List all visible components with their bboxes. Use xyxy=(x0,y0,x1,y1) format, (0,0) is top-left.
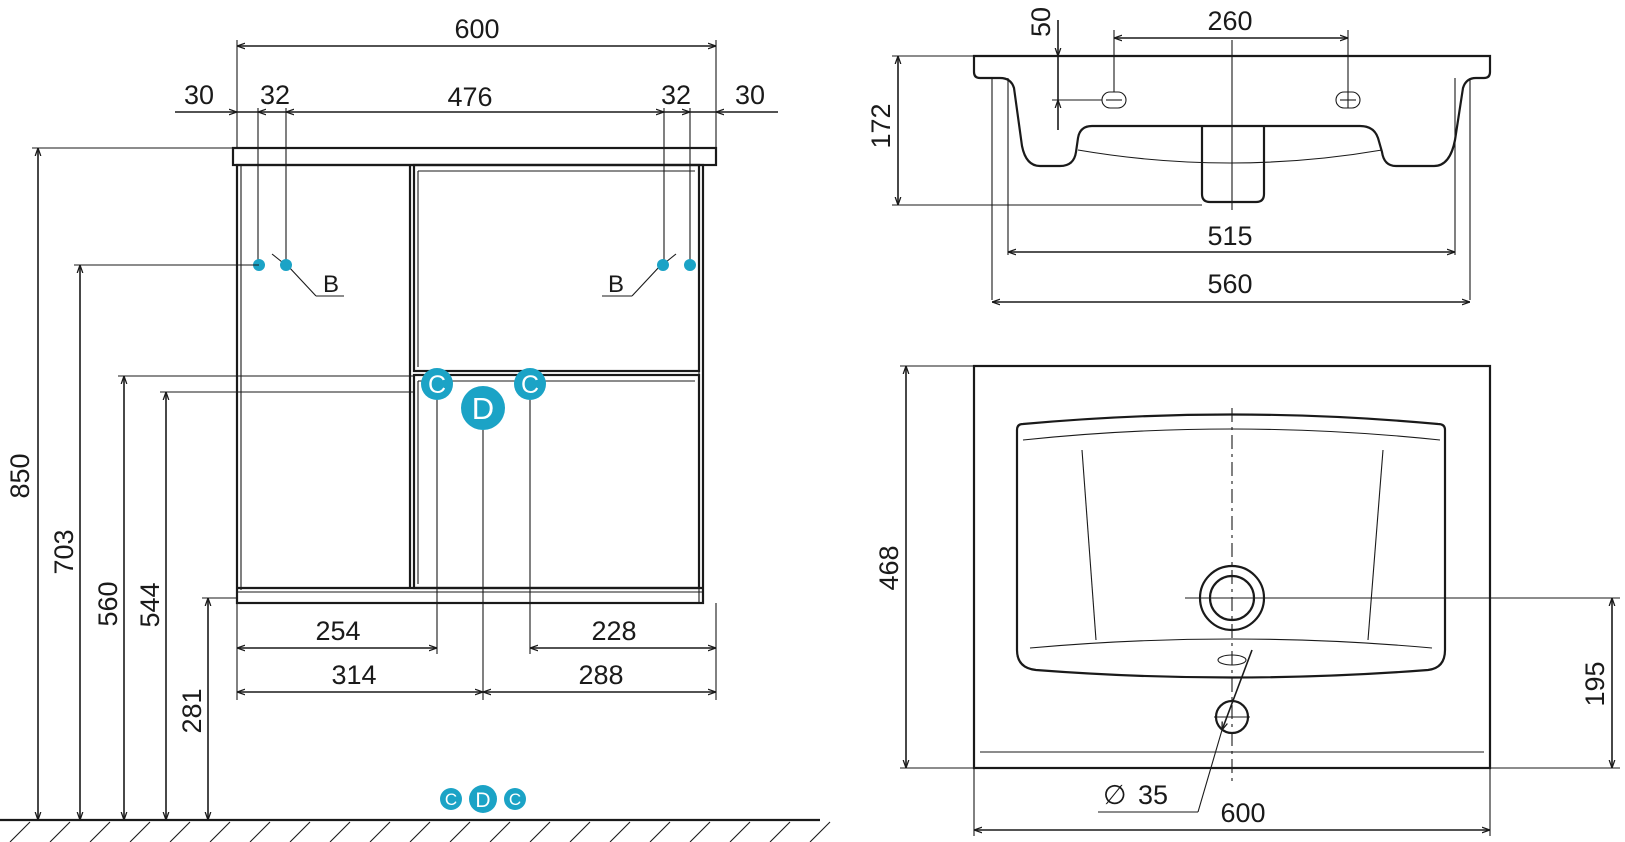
cabinet-front-view: 600 30 32 476 32 30 B B C C xyxy=(0,14,831,842)
hatch-line xyxy=(289,821,311,842)
dim-side-left: 30 xyxy=(184,80,214,110)
hatch-line xyxy=(769,821,791,842)
marker-c-left-label: C xyxy=(428,371,446,399)
sink-drain-pipe xyxy=(1200,126,1266,204)
dim-d-right: 288 xyxy=(578,660,623,690)
marker-d xyxy=(461,386,505,430)
hatch-line xyxy=(729,821,751,842)
dim-hole-diameter: 35 xyxy=(1138,780,1168,810)
legend-c-left-label: C xyxy=(445,790,457,809)
dim-sink-width: 560 xyxy=(1207,269,1252,299)
floor-hatching xyxy=(9,821,831,842)
hatch-line xyxy=(649,821,671,842)
legend-d-label: D xyxy=(475,789,490,812)
sink-top-view: 468 195 ∅ 35 600 xyxy=(874,364,1620,836)
sink-side-view: 260 50 172 515 560 xyxy=(866,6,1492,302)
dim-total-height: 850 xyxy=(5,453,35,498)
dim-faucet-spacing: 260 xyxy=(1207,6,1252,36)
hatch-line xyxy=(489,821,511,842)
marker-c-left xyxy=(421,368,453,400)
lower-drawer xyxy=(412,373,701,590)
upper-drawer xyxy=(412,163,701,373)
dim-sink-depth: 468 xyxy=(874,545,904,590)
hatch-line xyxy=(369,821,391,842)
marker-b-dot-3 xyxy=(657,259,669,271)
legend-c-right xyxy=(504,788,526,810)
dim-hole-right: 32 xyxy=(661,80,691,110)
dim-hole-left: 32 xyxy=(260,80,290,110)
dim-d-left: 314 xyxy=(331,660,376,690)
marker-d-label: D xyxy=(472,391,494,426)
hatch-line xyxy=(449,821,471,842)
legend-c-left xyxy=(440,788,462,810)
dim-inner-width: 515 xyxy=(1207,221,1252,251)
hatch-line xyxy=(89,821,111,842)
hatch-line xyxy=(569,821,591,842)
marker-b-dot-4 xyxy=(684,259,696,271)
hatch-line xyxy=(249,821,271,842)
dim-sink-top-width: 600 xyxy=(1220,798,1265,828)
legend-d xyxy=(469,785,497,813)
cabinet-body xyxy=(235,163,705,605)
hatch-line xyxy=(529,821,551,842)
legend-c-right-label: C xyxy=(509,790,521,809)
dim-top-thickness: 50 xyxy=(1026,7,1056,37)
marker-b-dot-2 xyxy=(280,259,292,271)
hatch-line xyxy=(809,821,831,842)
dim-c-right: 228 xyxy=(591,616,636,646)
hatch-line xyxy=(329,821,351,842)
hatch-line xyxy=(209,821,231,842)
dim-height-d: 544 xyxy=(135,582,165,627)
dim-height-c: 560 xyxy=(93,581,123,626)
dim-height-b: 703 xyxy=(49,529,79,574)
hatch-line xyxy=(689,821,711,842)
marker-c-right-label: C xyxy=(521,371,539,399)
label-b-left: B xyxy=(323,271,339,298)
dim-side-right: 30 xyxy=(735,80,765,110)
sink-basin xyxy=(1015,413,1447,679)
sink-profile xyxy=(972,54,1492,168)
hatch-line xyxy=(169,821,191,842)
dim-c-left: 254 xyxy=(315,616,360,646)
dim-inner: 476 xyxy=(447,82,492,112)
marker-c-right xyxy=(514,368,546,400)
label-b-right: B xyxy=(608,271,624,298)
dim-cabinet-width: 600 xyxy=(454,14,499,44)
dim-height-bottom: 281 xyxy=(177,688,207,733)
hatch-line xyxy=(9,821,31,842)
hatch-line xyxy=(129,821,151,842)
dim-sink-height: 172 xyxy=(866,103,896,148)
cabinet-countertop xyxy=(231,146,718,167)
hatch-line xyxy=(609,821,631,842)
hatch-line xyxy=(409,821,431,842)
hatch-line xyxy=(49,821,71,842)
dim-drain-offset: 195 xyxy=(1580,661,1610,706)
diameter-symbol: ∅ xyxy=(1103,780,1127,810)
